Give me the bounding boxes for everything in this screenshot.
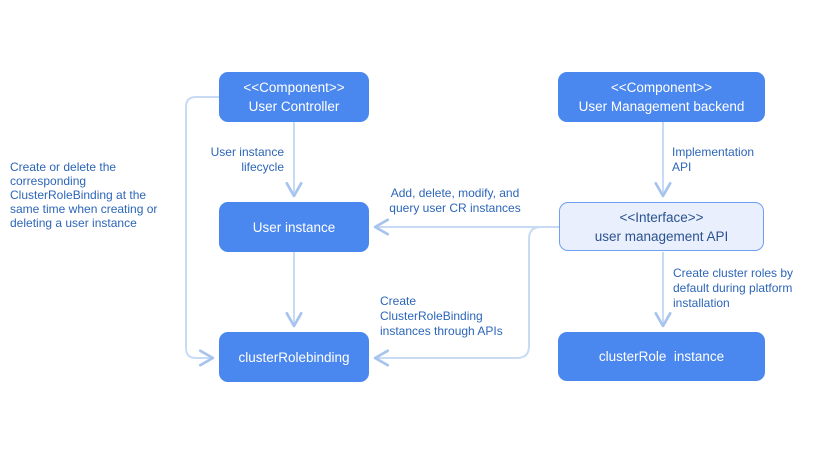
edge-label-implementation-api: Implementation API — [672, 145, 755, 174]
node-label: clusterRolebinding — [238, 349, 350, 365]
edge-label-add-delete-modify: Add, delete, modify, and query user CR i… — [389, 186, 521, 215]
node-label: user management API — [594, 228, 729, 244]
node-cluster-rolebinding: clusterRolebinding — [219, 332, 369, 382]
node-label: clusterRole instance — [598, 349, 725, 364]
node-stereotype: <<Interface>> — [619, 209, 704, 225]
node-user-instance: User instance — [219, 202, 369, 252]
annotation-create-delete-crb: Create or delete the corresponding Clust… — [10, 160, 158, 230]
node-user-management-api: <<Interface>> user management API — [559, 202, 764, 251]
edge-label-create-crb-instances: Create ClusterRoleBinding instances thro… — [380, 294, 503, 338]
edge-api-to-rolebinding — [373, 226, 542, 367]
node-label: User instance — [252, 219, 336, 235]
node-user-management-backend: <<Component>> User Management backend — [558, 72, 765, 122]
node-label: User Management backend — [578, 99, 745, 114]
edge-label-user-instance-lifecycle: User instance lifecycle — [210, 145, 284, 174]
node-label: User Controller — [248, 99, 340, 114]
edge-label-create-cluster-roles: Create cluster roles by default during p… — [673, 266, 794, 310]
node-cluster-role-instance: clusterRole instance — [558, 332, 765, 381]
node-stereotype: <<Component>> — [610, 80, 713, 95]
node-user-controller: <<Component>> User Controller — [219, 72, 369, 122]
edge-controller-to-rolebinding — [185, 96, 219, 367]
node-stereotype: <<Component>> — [243, 80, 345, 95]
